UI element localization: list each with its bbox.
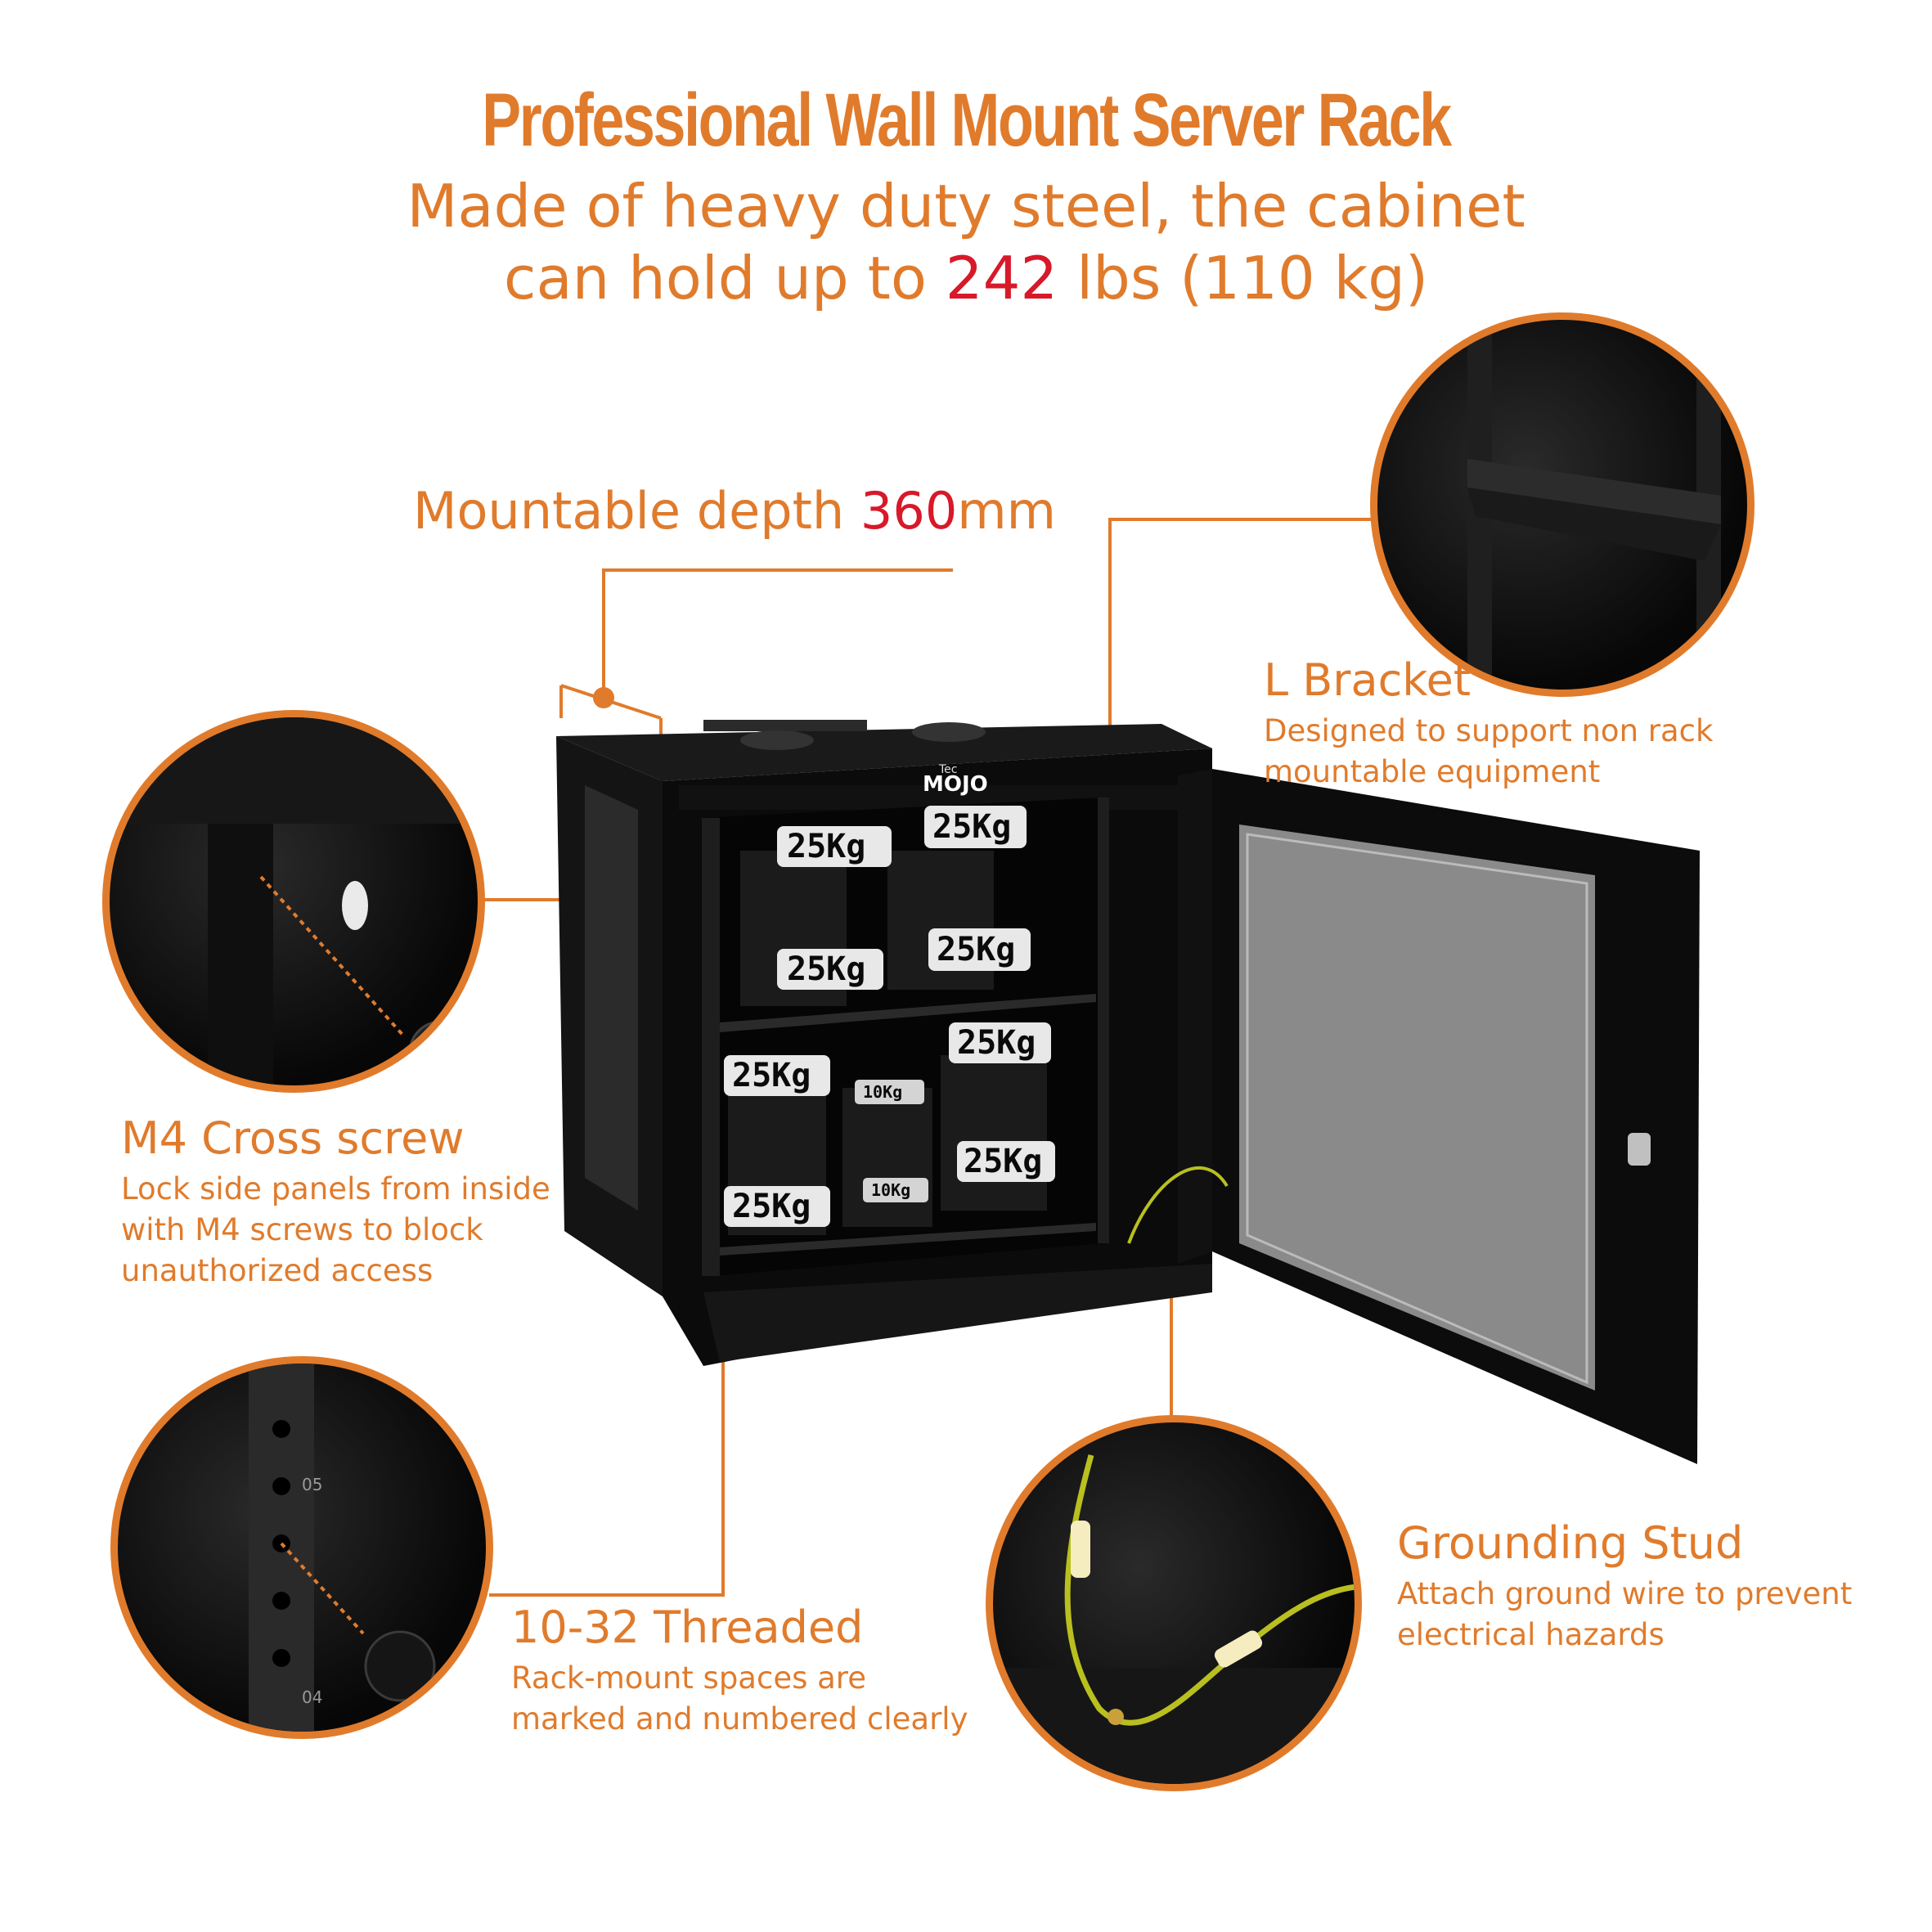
cabinet-bottom bbox=[703, 1264, 1212, 1362]
depth-leader bbox=[602, 568, 953, 691]
grounding-feature: Grounding Stud Attach ground wire to pre… bbox=[1397, 1517, 1921, 1656]
weight-label bbox=[863, 1178, 928, 1202]
brand-logo: MOJO bbox=[923, 772, 988, 797]
fan-vent-right bbox=[912, 722, 986, 742]
weight-text: 10Kg bbox=[871, 1180, 910, 1200]
weight-label bbox=[928, 928, 1031, 971]
m4-screw-feature: M4 Cross screw Lock side panels from ins… bbox=[121, 1112, 694, 1292]
subtitle-line-1: Made of heavy duty steel, the cabinet bbox=[407, 172, 1525, 240]
rail-number: 05 bbox=[302, 1475, 322, 1494]
screw-icon bbox=[364, 1630, 436, 1702]
m4-screw-title: M4 Cross screw bbox=[121, 1112, 465, 1164]
grounding-stud-detail-image bbox=[986, 1415, 1362, 1791]
threaded-leader bbox=[489, 1309, 725, 1597]
cabinet-door bbox=[1178, 769, 1700, 1464]
weight-label bbox=[777, 826, 892, 867]
depth-value: 360 bbox=[860, 481, 958, 541]
grounding-title: Grounding Stud bbox=[1397, 1517, 1744, 1569]
weight-capacity-value: 242 bbox=[945, 244, 1058, 312]
rack-rail-detail-image: 05 04 bbox=[110, 1356, 493, 1739]
shelf bbox=[720, 994, 1096, 1032]
door-lock bbox=[1628, 1133, 1651, 1166]
subtitle-line-2: can hold up to 242 lbs (110 kg) bbox=[503, 244, 1429, 312]
grounding-stud-icon bbox=[1108, 1709, 1124, 1725]
l-bracket-title: L Bracket bbox=[1264, 654, 1471, 706]
threaded-description: Rack-mount spaces are marked and numbere… bbox=[511, 1660, 968, 1737]
l-bracket-detail-image bbox=[1370, 312, 1755, 697]
m4-screw-detail-image bbox=[102, 710, 485, 1093]
brand-prefix: Tec bbox=[938, 763, 957, 776]
weight-label bbox=[924, 806, 1027, 848]
weight-label bbox=[855, 1080, 924, 1104]
l-bracket-feature: L Bracket Designed to support non rack m… bbox=[1264, 654, 1885, 793]
rack-rail-illustration: 05 04 bbox=[249, 1364, 436, 1732]
l-bracket-illustration bbox=[1467, 320, 1721, 690]
rack-rail-left bbox=[702, 818, 720, 1276]
weight-label bbox=[724, 1055, 830, 1096]
l-bracket-description: Designed to support non rack mountable e… bbox=[1264, 713, 1714, 789]
m4-screw-description: Lock side panels from inside with M4 scr… bbox=[121, 1171, 550, 1288]
grounding-description: Attach ground wire to prevent electrical… bbox=[1397, 1576, 1853, 1652]
weight-label bbox=[777, 949, 883, 990]
test-weights: 25Kg 25Kg 25Kg 25Kg 25Kg 25Kg 25Kg 25Kg … bbox=[724, 806, 1055, 1235]
side-vent bbox=[585, 785, 638, 1211]
page-title: Professional Wall Mount Server Rack bbox=[482, 79, 1452, 162]
threaded-title: 10-32 Threaded bbox=[511, 1602, 864, 1653]
l-bracket-shape bbox=[1467, 459, 1721, 524]
weight-text: 25Kg bbox=[732, 1057, 811, 1094]
mountable-depth-label: Mountable depth 360mm bbox=[413, 481, 1057, 541]
fan-vent-left bbox=[740, 730, 814, 750]
rack-rail-right bbox=[1098, 798, 1109, 1243]
keyhole-icon bbox=[342, 881, 368, 930]
rail-number: 04 bbox=[302, 1687, 322, 1707]
weight-label bbox=[724, 1186, 830, 1227]
m4-screw-illustration bbox=[110, 717, 478, 1085]
weight-text: 25Kg bbox=[964, 1143, 1042, 1180]
weight-label bbox=[957, 1141, 1055, 1182]
weight-label bbox=[949, 1022, 1051, 1063]
weight-text: 25Kg bbox=[937, 931, 1015, 968]
threaded-feature: 10-32 Threaded Rack-mount spaces are mar… bbox=[511, 1602, 1100, 1740]
cabinet-top bbox=[556, 724, 1212, 781]
page-subtitle: Made of heavy duty steel, the cabinet ca… bbox=[0, 170, 1932, 314]
ground-wire bbox=[1064, 1454, 1355, 1726]
ground-wire bbox=[1127, 1166, 1229, 1244]
weight-text: 25Kg bbox=[787, 950, 865, 988]
weight-text: 25Kg bbox=[932, 808, 1011, 846]
connector bbox=[1071, 1521, 1090, 1578]
weight-text: 25Kg bbox=[957, 1024, 1036, 1062]
door-perforated-panel bbox=[1239, 824, 1595, 1391]
weight-text: 25Kg bbox=[732, 1188, 811, 1225]
weight-text: 25Kg bbox=[787, 828, 865, 865]
weight-text: 10Kg bbox=[863, 1082, 902, 1102]
